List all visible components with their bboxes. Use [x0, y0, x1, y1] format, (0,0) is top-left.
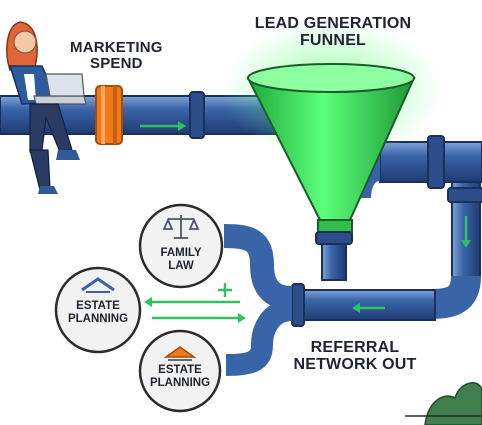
estate-planning-badge-1	[54, 266, 142, 354]
family-law-line-2: LAW	[168, 259, 194, 272]
exchange-arrows	[144, 297, 246, 323]
estate-planning-2-line-2: PLANNING	[149, 376, 211, 389]
flow-arrow-icon	[140, 121, 186, 131]
scales-of-justice-icon	[162, 215, 200, 239]
family-law-text: FAMILY LAW	[151, 247, 211, 272]
distribution-pipes	[223, 224, 294, 376]
estate-planning-text-1: ESTATE PLANNING	[63, 300, 133, 325]
person-with-laptop-icon	[6, 21, 87, 194]
estate-planning-badge-2	[138, 329, 222, 413]
family-law-line-1: FAMILY	[160, 247, 202, 259]
family-law-badge	[138, 203, 224, 289]
funnel-icon	[222, 20, 442, 281]
funnel-line-1: LEAD GENERATION	[254, 15, 412, 32]
valve-icon	[95, 85, 123, 145]
referral-line-1: REFERRAL	[310, 339, 400, 356]
house-roof-icon	[81, 277, 115, 293]
funnel-line-2: FUNNEL	[299, 31, 367, 49]
estate-planning-2-line-1: ESTATE	[158, 364, 202, 376]
referral-line-2: NETWORK OUT	[293, 355, 417, 373]
house-roof-icon	[163, 346, 197, 361]
referral-network-label: REFERRAL NETWORK OUT	[290, 339, 420, 374]
plus-icon	[218, 283, 232, 297]
marketing-spend-line-2: SPEND	[90, 54, 143, 72]
marketing-spend-label: MARKETING SPEND	[70, 40, 163, 72]
return-pipe	[289, 283, 436, 327]
estate-planning-1-line-2: PLANNING	[67, 312, 129, 325]
marketing-spend-line-1: MARKETING	[70, 39, 163, 56]
funnel-label: LEAD GENERATION FUNNEL	[248, 15, 418, 50]
estate-planning-1-line-1: ESTATE	[76, 300, 120, 312]
estate-planning-text-2: ESTATE PLANNING	[145, 364, 215, 389]
foliage-icon	[405, 382, 482, 425]
